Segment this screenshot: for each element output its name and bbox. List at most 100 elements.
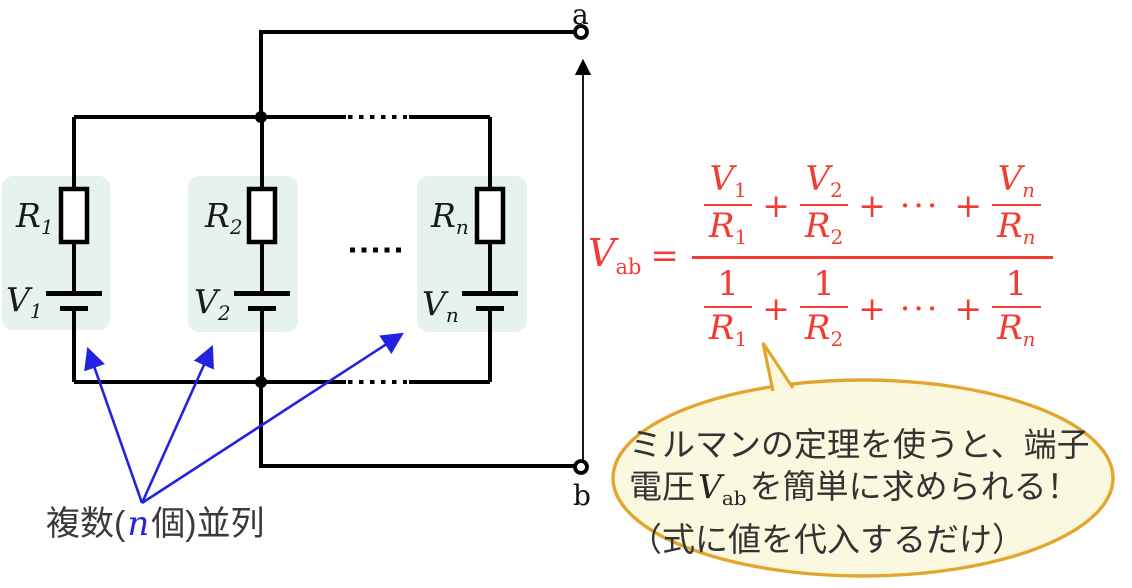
num1-top-sub: 1: [734, 178, 747, 202]
bubble-line-1: ミルマンの定理を使うと、端子: [629, 426, 1090, 463]
branch-wires: [72, 117, 492, 382]
num2-top-letter: V: [805, 159, 830, 199]
source2-label: V2: [194, 285, 231, 323]
sourceN-symbol-letter: V: [422, 284, 446, 323]
plus-sign: +: [858, 288, 886, 328]
den2-bottom-sub: 2: [830, 326, 844, 351]
den1-bottom-letter: R: [708, 307, 735, 348]
formula-lhs: Vab: [588, 234, 641, 278]
den1-bottom: R1: [703, 305, 753, 351]
denominator-term-1: 1 R1: [703, 266, 753, 351]
bubble-vab-subscript: ab: [721, 486, 747, 510]
den2-bottom-letter: R: [804, 307, 831, 348]
terminal-a-node: [573, 24, 589, 40]
num1-top-letter: V: [709, 159, 734, 199]
den1-bottom-sub: 1: [734, 326, 748, 351]
num1-bottom-letter: R: [708, 206, 735, 246]
pointer-arrows: [84, 332, 404, 505]
speech-bubble-text: ミルマンの定理を使うと、端子 電圧Vabを簡単に求められる！ （式に値を代入する…: [629, 424, 1090, 561]
arrow-to-branchN: [141, 332, 404, 505]
speech-bubble: [611, 342, 1115, 578]
plus-sign: +: [858, 185, 886, 225]
resistors: [58, 186, 506, 245]
num2-bottom-letter: R: [804, 206, 831, 246]
resistorN-label: Rn: [431, 199, 469, 237]
numerator-term-2: V2 R2: [799, 159, 849, 249]
sourceN-label: Vn: [422, 287, 459, 325]
denN-bottom-letter: R: [997, 307, 1023, 348]
arrow-to-branch1: [84, 346, 144, 504]
parallel-note-n: n: [127, 504, 150, 544]
parallel-note-suffix: 個)並列: [151, 505, 265, 543]
num1-top: V1: [704, 159, 751, 204]
num2-top-sub: 2: [830, 178, 843, 202]
battery-symbols: [46, 291, 518, 311]
resistorN-symbol-letter: R: [431, 196, 456, 235]
bottom-junction-dot: [255, 376, 267, 388]
resistorN-symbol: [474, 186, 506, 245]
plus-sign: +: [954, 185, 983, 225]
resistor1-symbol: [58, 186, 90, 245]
speech-bubble-tail-outline: [761, 342, 795, 392]
terminal-b-node: [573, 459, 589, 475]
formula-numerator-row: V1 R1 + V2 R2 + ··· + Vn Rn: [692, 159, 1053, 256]
bubble-line2-prefix: 電圧: [629, 468, 695, 505]
ellipsis-dots: ···: [899, 185, 941, 225]
resistorN-subscript: n: [455, 215, 469, 239]
formula-lhs-letter: V: [588, 230, 616, 275]
numN-top-sub: n: [1022, 178, 1036, 202]
ellipsis-dots: ···: [899, 288, 941, 328]
resistor2-symbol-letter: R: [205, 196, 230, 235]
source2-symbol-letter: V: [194, 282, 218, 321]
denN-top: 1: [1005, 264, 1028, 304]
bubble-line-2: 電圧Vabを簡単に求められる！: [629, 466, 1090, 519]
terminal-b-label: b: [573, 479, 591, 512]
denominator-term-n: 1 Rn: [992, 264, 1041, 351]
bubble-vab-letter: V: [698, 467, 722, 506]
millman-formula: Vab = V1 R1 + V2 R2 + ··· + Vn Rn: [588, 159, 1053, 351]
formula-lhs-subscript: ab: [615, 254, 642, 279]
numerator-term-n: Vn Rn: [992, 159, 1041, 248]
source1-subscript: 1: [29, 299, 43, 323]
numN-bottom: Rn: [992, 204, 1041, 248]
den2-bottom: R2: [799, 305, 849, 351]
source2-subscript: 2: [217, 301, 231, 325]
parallel-note-prefix: 複数(: [46, 505, 126, 543]
speech-bubble-ellipse: [611, 378, 1115, 578]
resistor1-label: R1: [16, 199, 54, 237]
numN-top: Vn: [993, 159, 1040, 204]
bubble-vab: Vab: [695, 467, 750, 510]
formula-denominator-row: 1 R1 + 1 R2 + ··· + 1 Rn: [691, 256, 1053, 351]
source1-label: V1: [6, 283, 43, 321]
top-junction-dot: [255, 111, 267, 123]
numN-bottom-sub: n: [1022, 225, 1036, 249]
resistor2-symbol: [246, 186, 278, 245]
denN-bottom: Rn: [992, 305, 1041, 351]
formula-equals: =: [650, 235, 679, 276]
sourceN-subscript: n: [445, 303, 459, 327]
den2-top: 1: [813, 264, 835, 304]
wire-to-terminal-a: [259, 30, 574, 117]
num2-bottom-sub: 2: [830, 225, 844, 249]
resistor1-subscript: 1: [40, 215, 54, 239]
numN-bottom-letter: R: [997, 206, 1023, 246]
bubble-line2-suffix: を簡単に求められる！: [749, 468, 1080, 505]
resistor2-subscript: 2: [229, 215, 243, 239]
source1-symbol-letter: V: [6, 280, 30, 319]
wire-to-terminal-b: [259, 382, 574, 468]
plus-sign: +: [762, 288, 790, 328]
numerator-term-1: V1 R 1: [703, 159, 753, 248]
numN-top-letter: V: [997, 159, 1023, 199]
num2-bottom: R2: [799, 204, 849, 249]
denominator-term-2: 1 R2: [799, 264, 849, 351]
arrow-to-branch2: [140, 344, 214, 504]
plus-sign: +: [954, 288, 983, 328]
bubble-line-3: （式に値を代入するだけ）: [629, 521, 1025, 558]
resistor2-label: R2: [205, 199, 243, 237]
denN-bottom-sub: n: [1022, 326, 1036, 351]
resistor1-symbol-letter: R: [16, 196, 41, 235]
plus-sign: +: [762, 185, 790, 225]
terminal-a-label: a: [572, 0, 589, 31]
